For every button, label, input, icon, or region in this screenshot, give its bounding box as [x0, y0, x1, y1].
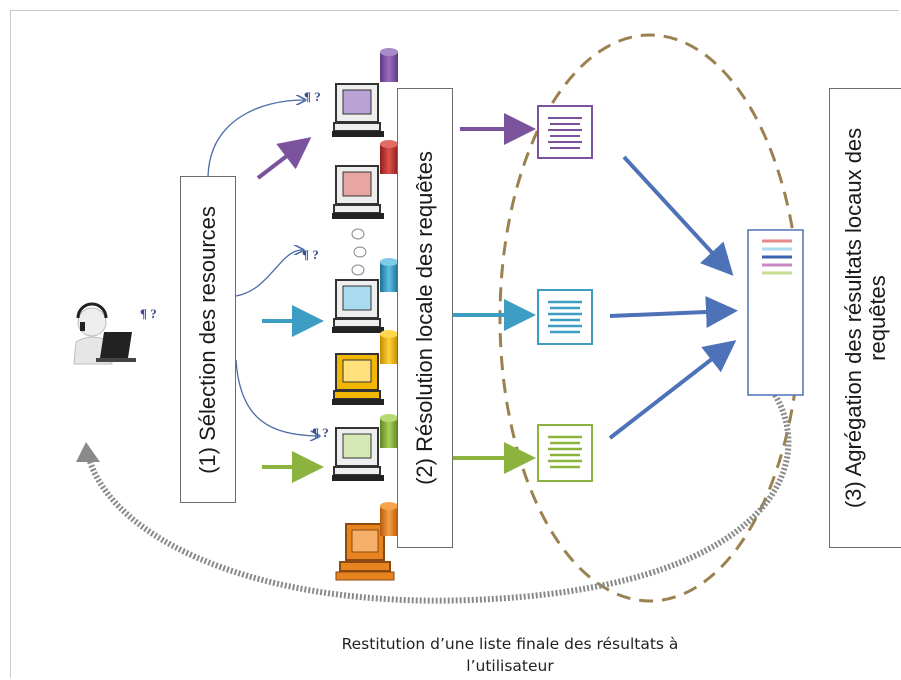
computer-blue-icon: [332, 258, 398, 333]
user-icon: [73, 302, 136, 365]
computer-yellow-icon: [332, 330, 398, 405]
resolution-step-box: (2) Résolution locale des requêtes: [397, 88, 453, 548]
query-mark-mid: ¶ ?: [302, 247, 319, 262]
computer-orange-icon: [335, 502, 398, 581]
final-caption-line2: l’utilisateur: [466, 657, 554, 675]
query-curve-bottom: [235, 359, 318, 436]
merged-result-list: [747, 229, 804, 396]
aggregation-step-label-line1: (3) Agrégation des résultats locaux des: [840, 127, 866, 509]
query-mark-top: ¶ ?: [304, 89, 321, 104]
user-query-mark: ¶ ?: [140, 306, 157, 321]
local-result-purple: [537, 105, 593, 159]
thought-bubble: [351, 264, 365, 276]
final-caption-line1: Restitution d’une liste finale des résul…: [341, 635, 679, 653]
arrow-aggregate-mid: [609, 296, 738, 328]
aggregation-step-label: (3) Agrégation des résultats locaux des …: [840, 127, 890, 509]
aggregation-step-label-line2: requêtes: [864, 275, 890, 361]
computer-purple-icon: [332, 48, 398, 137]
thought-bubble: [351, 228, 365, 240]
final-caption: Restitution d’une liste finale des résul…: [240, 633, 780, 677]
thought-bubble: [353, 246, 367, 258]
return-arrow: [85, 393, 792, 604]
query-mark-bottom: ¶ ?: [312, 425, 329, 440]
arrow-aggregate-bottom: [608, 340, 737, 440]
selection-step-label: (1) Sélection des resources: [195, 205, 220, 474]
resolution-step-label: (2) Résolution locale des requêtes: [412, 151, 437, 485]
computer-green-icon: [332, 414, 398, 481]
local-result-blue: [537, 289, 593, 345]
arrow-to-purple: [256, 137, 312, 180]
slide-frame: [10, 10, 899, 678]
aggregation-step-box: (3) Agrégation des résultats locaux des …: [829, 88, 901, 548]
selection-step-box: (1) Sélection des resources: [180, 176, 236, 503]
query-curve-top: [207, 100, 304, 177]
return-arrowhead: [76, 442, 100, 462]
local-result-green: [537, 424, 593, 482]
computer-red-icon: [332, 140, 398, 219]
arrow-aggregate-top: [622, 155, 734, 276]
query-curve-mid: [235, 250, 302, 297]
